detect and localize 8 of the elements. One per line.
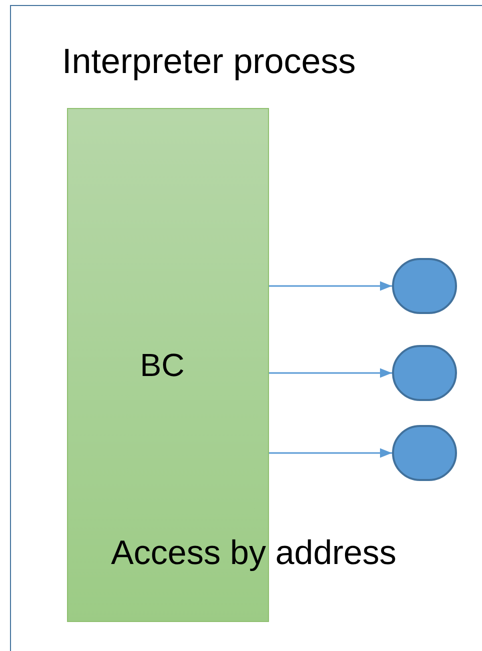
- note-text: Access by address: [111, 536, 396, 570]
- arrow: [269, 448, 392, 458]
- arrow: [269, 281, 392, 291]
- process-box: [10, 5, 482, 651]
- bc-block: [67, 108, 269, 622]
- box-title: Interpreter process: [62, 44, 356, 79]
- block-label: BC: [140, 346, 184, 385]
- arrow: [269, 368, 392, 378]
